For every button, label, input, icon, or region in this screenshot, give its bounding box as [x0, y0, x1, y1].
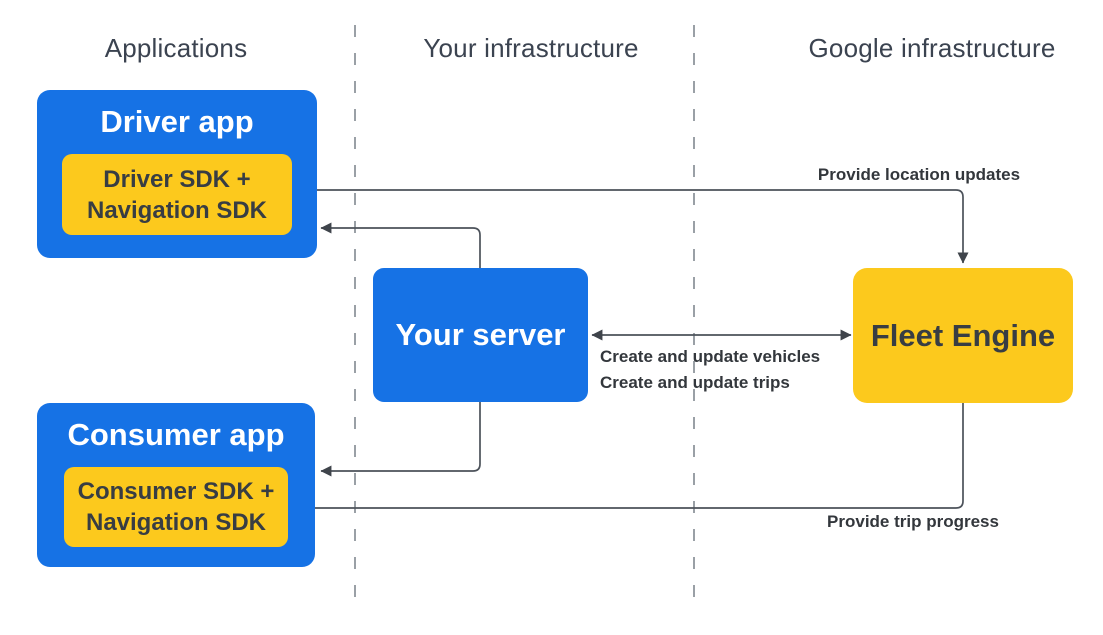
edge-label-provide-trip-progress: Provide trip progress	[827, 512, 999, 531]
edge-label-provide-location-updates: Provide location updates	[817, 165, 1021, 184]
edge-label-create-and-update: Create and update vehicles Create and up…	[600, 344, 820, 396]
consumer-app-node: Consumer app Consumer SDK + Navigation S…	[37, 403, 315, 567]
column-header-google-infrastructure: Google infrastructure	[808, 33, 1056, 63]
driver-app-node: Driver app Driver SDK + Navigation SDK	[37, 90, 317, 258]
edge-label-create-and-update-trips: Create and update trips	[600, 373, 790, 392]
edge-label-create-and-update-vehicles: Create and update vehicles	[600, 347, 821, 366]
edge-provide-trip-progress	[295, 403, 964, 514]
edge-server-to-consumer-app	[320, 402, 481, 477]
consumer-sdk-node: Consumer SDK + Navigation SDK	[64, 467, 288, 547]
column-header-your-infrastructure: Your infrastructure	[423, 33, 639, 63]
edge-server-to-driver-app	[320, 222, 481, 268]
driver-app-title: Driver app	[100, 104, 254, 139]
column-header-applications: Applications	[104, 33, 248, 63]
driver-sdk-node: Driver SDK + Navigation SDK	[62, 154, 292, 235]
edge-provide-location-updates	[293, 189, 969, 264]
your-server-node: Your server	[373, 268, 588, 402]
consumer-app-title: Consumer app	[67, 417, 285, 452]
fleet-engine-node: Fleet Engine	[853, 268, 1073, 403]
